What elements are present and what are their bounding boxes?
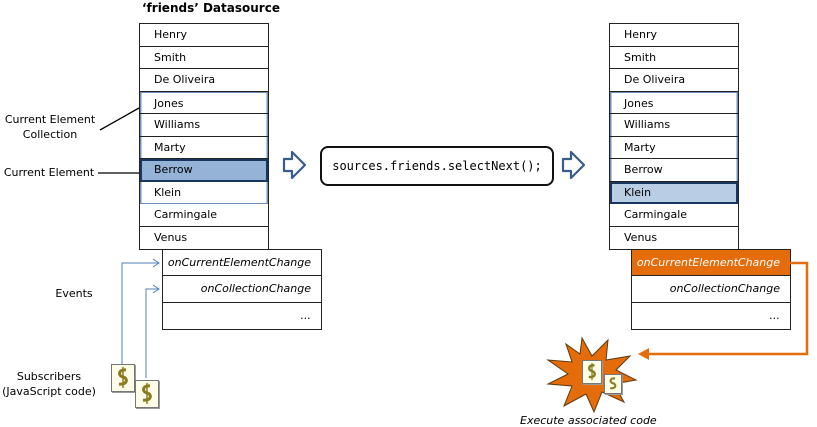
events-table-after: onCurrentElementChange onCollectionChang… <box>631 249 791 330</box>
list-item-collection: Marty <box>140 137 268 159</box>
events-label: Events <box>55 287 93 300</box>
subscribers-label: Subscribers (JavaScript code) <box>0 369 98 399</box>
list-item: Henry <box>140 24 268 47</box>
list-item: Venus <box>624 230 658 244</box>
current-element-label: Current Element <box>3 166 95 179</box>
hollow-right-arrow-icon <box>282 150 307 180</box>
code-statement: sources.friends.selectNext(); <box>320 146 554 186</box>
event-row: ... <box>769 308 781 322</box>
script-document-icon <box>111 364 135 392</box>
events-table-before: onCurrentElementChange onCollectionChang… <box>162 249 322 330</box>
list-item: Smith <box>610 47 738 69</box>
list-item-collection: Williams <box>610 114 738 137</box>
list-item: De Oliveira <box>140 69 268 92</box>
event-row: onCurrentElementChange <box>163 250 321 277</box>
label-line: (JavaScript code) <box>2 385 96 398</box>
script-document-icon <box>604 374 622 394</box>
script-document-icon <box>582 360 602 384</box>
list-item-collection: Klein <box>140 182 268 204</box>
collection-pointer-line <box>99 107 140 131</box>
event-row: onCollectionChange <box>632 276 790 303</box>
list-item-collection: Williams <box>140 114 268 137</box>
event-row: onCollectionChange <box>163 276 321 303</box>
list-item: Venus <box>154 230 188 244</box>
datasource-list-before: Henry Smith De Oliveira Jones Williams M… <box>139 23 269 250</box>
list-item-collection: Jones <box>610 91 738 114</box>
hollow-right-arrow-icon <box>561 150 586 180</box>
list-item: Smith <box>140 47 268 69</box>
list-item-collection: Berrow <box>610 159 738 182</box>
datasource-list-after: Henry Smith De Oliveira Jones Williams M… <box>609 23 739 250</box>
event-row-fired: onCurrentElementChange <box>632 250 790 277</box>
event-row: ... <box>300 308 312 322</box>
list-item-current-element: Klein <box>610 181 738 204</box>
list-item-collection: Marty <box>610 137 738 159</box>
event-trigger-arrow <box>638 261 809 360</box>
subscriber-links <box>121 258 160 378</box>
script-document-icon <box>135 380 159 408</box>
list-item: Carmingale <box>140 204 268 227</box>
list-item: Henry <box>610 24 738 47</box>
execute-caption: Execute associated code <box>520 414 657 427</box>
list-item: De Oliveira <box>610 69 738 92</box>
label-line: Subscribers <box>16 370 82 383</box>
datasource-title: ‘friends’ Datasource <box>142 1 280 15</box>
current-element-collection-label: Current Element Collection <box>0 112 100 142</box>
label-line: Collection <box>22 128 78 141</box>
label-line: Current Element <box>4 113 96 126</box>
list-item: Carmingale <box>610 204 738 227</box>
list-item-collection: Jones <box>140 91 268 114</box>
list-item-current-element: Berrow <box>140 159 268 182</box>
